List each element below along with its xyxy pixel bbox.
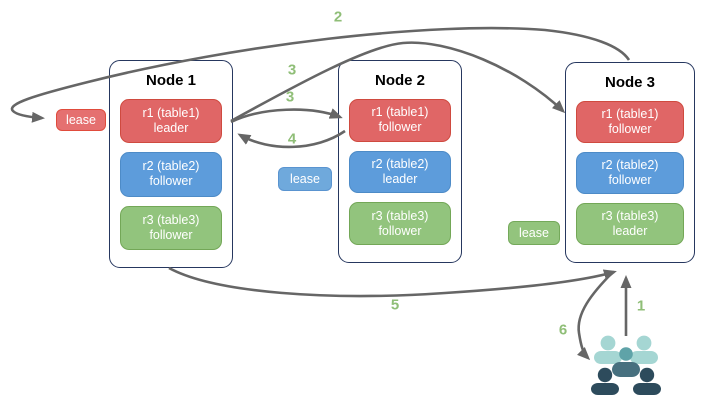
replica-label: r2 (table2) bbox=[142, 159, 200, 174]
node-3-replica-r2: r2 (table2) follower bbox=[576, 152, 684, 194]
replica-role: follower bbox=[378, 223, 422, 238]
step-label-1: 1 bbox=[636, 297, 646, 315]
replica-label: r3 (table3) bbox=[601, 209, 659, 223]
node-1-replica-r1: r1 (table1) leader bbox=[120, 99, 222, 144]
arrow-step-5 bbox=[168, 266, 617, 298]
node-3-replica-r3: r3 (table3) leader bbox=[576, 203, 684, 245]
node-1-title: Node 1 bbox=[145, 72, 196, 89]
node-3-box: Node 3 r1 (table1) follower r2 (table2) … bbox=[565, 62, 695, 263]
node-2-box: Node 2 r1 (table1) follower r2 (table2) … bbox=[338, 60, 462, 263]
replica-label: r1 (table1) bbox=[142, 106, 200, 121]
replica-label: r3 (table3) bbox=[371, 208, 429, 223]
step-label-5: 5 bbox=[390, 296, 400, 314]
node-1-replica-r2: r2 (table2) follower bbox=[120, 152, 222, 197]
lease-badge-r2: lease bbox=[278, 167, 332, 191]
replica-role: leader bbox=[382, 172, 418, 186]
replica-label: r1 (table1) bbox=[371, 105, 429, 120]
node-2-title: Node 2 bbox=[374, 72, 425, 89]
replica-label: r2 (table2) bbox=[601, 158, 659, 172]
lease-label: lease bbox=[66, 113, 96, 127]
lease-label: lease bbox=[519, 226, 549, 240]
step-label-3b: 3 bbox=[285, 88, 295, 106]
node-2-replica-r3: r3 (table3) follower bbox=[349, 202, 451, 246]
replica-role: leader bbox=[153, 121, 189, 136]
node-2-replica-r2: r2 (table2) leader bbox=[349, 150, 451, 194]
replica-role: follower bbox=[608, 173, 652, 187]
node-3-title: Node 3 bbox=[604, 74, 655, 91]
lease-label: lease bbox=[290, 172, 320, 186]
replica-role: follower bbox=[608, 122, 652, 136]
node-1-box: Node 1 r1 (table1) leader r2 (table2) fo… bbox=[109, 60, 233, 268]
replica-role: follower bbox=[149, 174, 193, 189]
replica-label: r1 (table1) bbox=[601, 107, 659, 121]
lease-badge-r3: lease bbox=[508, 221, 560, 245]
users-icon bbox=[591, 335, 661, 395]
replica-role: follower bbox=[149, 227, 193, 242]
replica-role: follower bbox=[378, 120, 422, 135]
step-label-2: 2 bbox=[333, 8, 343, 26]
arrow-step-2 bbox=[10, 26, 631, 123]
step-label-6: 6 bbox=[558, 321, 568, 339]
replica-role: leader bbox=[612, 224, 648, 238]
node-1-replica-r3: r3 (table3) follower bbox=[120, 205, 222, 250]
arrow-step-3-to-node2 bbox=[230, 108, 343, 124]
lease-badge-r1: lease bbox=[56, 109, 106, 131]
node-3-replica-r1: r1 (table1) follower bbox=[576, 101, 684, 143]
step-label-3a: 3 bbox=[287, 61, 297, 79]
step-label-4: 4 bbox=[287, 130, 297, 148]
node-2-replica-r1: r1 (table1) follower bbox=[349, 99, 451, 142]
replica-label: r2 (table2) bbox=[371, 157, 429, 171]
replica-label: r3 (table3) bbox=[142, 212, 200, 227]
